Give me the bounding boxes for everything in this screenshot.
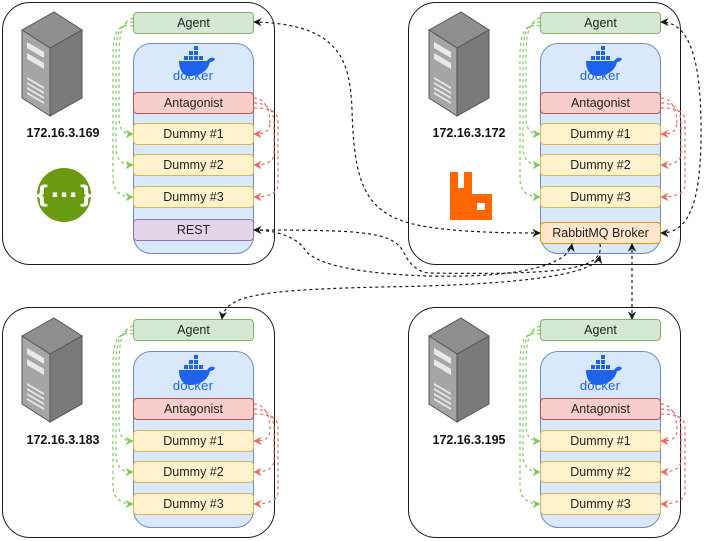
antagonist-box[interactable]: Antagonist xyxy=(133,398,254,420)
rabbitmq-broker-box[interactable]: RabbitMQ Broker xyxy=(540,222,661,244)
docker-label: docker xyxy=(579,68,621,83)
agent-box[interactable]: Agent xyxy=(540,12,661,34)
dummy-box[interactable]: Dummy #1 xyxy=(133,430,254,452)
antagonist-box[interactable]: Antagonist xyxy=(540,92,661,114)
dummy-box[interactable]: Dummy #3 xyxy=(133,493,254,515)
dummy-box[interactable]: Dummy #1 xyxy=(540,430,661,452)
dummy-box[interactable]: Dummy #3 xyxy=(540,186,661,208)
antagonist-box[interactable]: Antagonist xyxy=(540,398,661,420)
agent-box[interactable]: Agent xyxy=(133,319,254,341)
dummy-box[interactable]: Dummy #2 xyxy=(540,154,661,176)
antagonist-box[interactable]: Antagonist xyxy=(133,92,254,114)
host-ip-label: 172.16.3.183 xyxy=(26,433,100,447)
host-ip-label: 172.16.3.169 xyxy=(26,126,100,140)
dummy-box[interactable]: Dummy #3 xyxy=(540,493,661,515)
dummy-box[interactable]: Dummy #2 xyxy=(133,154,254,176)
dummy-box[interactable]: Dummy #2 xyxy=(540,461,661,483)
dummy-box[interactable]: Dummy #1 xyxy=(133,123,254,145)
host-ip-label: 172.16.3.195 xyxy=(432,433,506,447)
dummy-box[interactable]: Dummy #2 xyxy=(133,461,254,483)
agent-box[interactable]: Agent xyxy=(540,319,661,341)
agent-box[interactable]: Agent xyxy=(133,12,254,34)
host-ip-label: 172.16.3.172 xyxy=(432,126,506,140)
dummy-box[interactable]: Dummy #3 xyxy=(133,186,254,208)
docker-label: docker xyxy=(579,378,621,393)
docker-container xyxy=(540,43,661,254)
rest-box[interactable]: REST xyxy=(133,219,254,241)
docker-label: docker xyxy=(172,68,214,83)
dummy-box[interactable]: Dummy #1 xyxy=(540,123,661,145)
docker-label: docker xyxy=(172,378,214,393)
docker-container xyxy=(133,43,254,254)
